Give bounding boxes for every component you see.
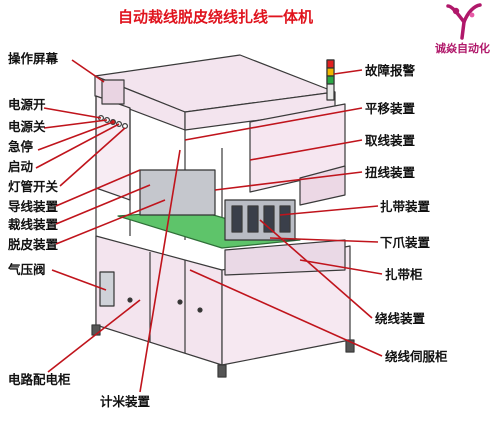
label-shift: 平移装置 (365, 101, 416, 116)
lower-cabinet-front (95, 235, 223, 366)
leader-lines (35, 59, 383, 393)
label-wire-guide: 导线装置 (8, 199, 59, 214)
label-twist: 扭线装置 (365, 165, 416, 180)
label-meter: 计米装置 (100, 394, 151, 409)
label-winding: 绕线装置 (375, 311, 426, 326)
label-start: 启动 (8, 159, 34, 174)
diagram-title: 自动裁线脱皮绕线扎线一体机 (118, 8, 314, 26)
label-tie: 扎带装置 (380, 199, 431, 214)
company-logo-icon (446, 3, 482, 40)
label-lower-claw: 下爪装置 (380, 235, 431, 250)
label-take-wire: 取线装置 (365, 133, 416, 148)
label-estop: 急停 (8, 139, 34, 154)
company-name: 诚焱自动化 (435, 42, 490, 55)
screen (101, 79, 125, 105)
label-power-on: 电源开 (8, 97, 46, 112)
label-electrical-cabinet: 电路配电柜 (8, 372, 71, 387)
label-air-valve: 气压阀 (8, 262, 46, 277)
air-valve-box (99, 271, 115, 307)
label-cutting: 裁线装置 (8, 217, 59, 232)
label-screen: 操作屏幕 (8, 51, 59, 66)
label-lamp-switch: 灯管开关 (8, 179, 59, 194)
label-tie-cabinet: 扎带柜 (385, 267, 423, 282)
inner-mechanism (139, 169, 216, 216)
label-stripping: 脱皮装置 (8, 237, 59, 252)
label-power-off: 电源关 (8, 119, 46, 134)
screen-panel (95, 95, 131, 201)
label-alarm: 故障报警 (365, 63, 416, 78)
tie-cabinet (224, 239, 346, 276)
label-winding-servo-cabinet: 绕线伺服柜 (385, 349, 448, 364)
